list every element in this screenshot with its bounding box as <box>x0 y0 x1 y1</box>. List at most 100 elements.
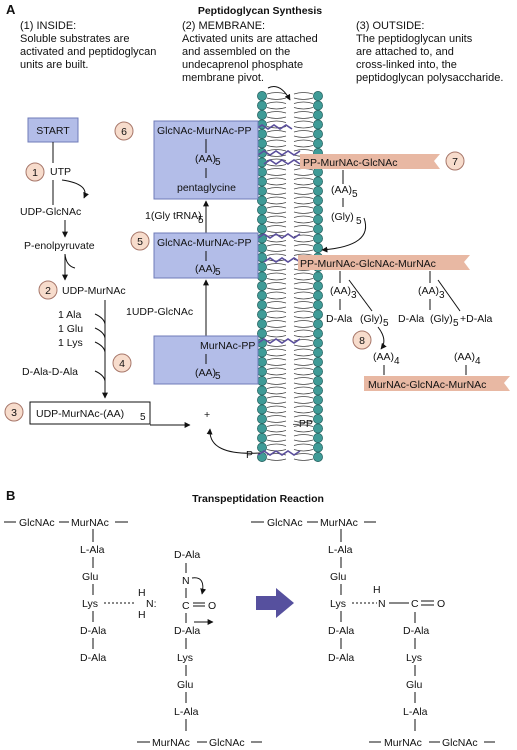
lipid-tail <box>293 415 314 423</box>
lipid-tail <box>293 282 314 290</box>
subscript: 4 <box>394 356 400 367</box>
gly-trna-label: 1(Gly tRNA) <box>145 210 202 222</box>
undecaprenol-chain <box>263 159 301 165</box>
box-6-top: GlcNAc-MurNAc-PP <box>157 125 252 137</box>
section-outside-line: are attached to, and <box>356 46 454 58</box>
section-outside: (3) OUTSIDE: The peptidoglycan units are… <box>356 20 503 84</box>
lipid-head <box>257 176 267 187</box>
lipid-head <box>257 300 267 310</box>
lipid-head <box>257 414 267 424</box>
lipid-tail <box>293 301 314 309</box>
subscript: 5 <box>352 189 358 200</box>
lipid-tail <box>266 177 287 186</box>
left-aa: (AA) <box>330 285 351 297</box>
box-5-top: GlcNAc-MurNAc-PP <box>157 237 252 249</box>
lipid-tail <box>293 111 314 119</box>
lipid-tail <box>293 177 314 186</box>
step-3-number: 3 <box>11 407 17 419</box>
section-outside-heading: (3) OUTSIDE: <box>356 20 424 32</box>
lipid-head <box>313 100 323 111</box>
right-gly: (Gly) <box>430 313 453 325</box>
lipid-head <box>313 385 323 396</box>
lipid-head <box>257 385 267 396</box>
lipid-tail <box>266 225 287 233</box>
lipid-head <box>257 404 267 415</box>
lipid-head <box>257 110 267 120</box>
undecaprenol-chains <box>255 124 301 456</box>
lipid-tail <box>266 168 287 176</box>
lipid-tail <box>293 139 314 148</box>
lipid-head <box>313 91 323 101</box>
lipid-head <box>257 224 267 234</box>
section-membrane-line: and assembled on the <box>182 46 290 58</box>
subscript: 5 <box>453 318 459 329</box>
lipid-head <box>257 281 267 291</box>
lipid-tail <box>266 282 287 290</box>
lipid-head <box>257 195 267 206</box>
lipid-tail <box>266 405 287 414</box>
p-enolpyruvate-label: P-enolpyruvate <box>24 240 95 252</box>
section-inside-line: activated and peptidoglycan <box>20 46 156 58</box>
left-bottom-glcnac: GlcNAc <box>209 737 245 749</box>
bond-h: H <box>373 584 381 596</box>
step-4-badge <box>112 353 132 373</box>
p-label: P <box>246 449 253 461</box>
lipid-head <box>313 357 323 367</box>
lipid-tail <box>293 244 314 252</box>
left-top-murnac: MurNAc <box>71 517 109 529</box>
lipid-head <box>313 138 323 149</box>
section-membrane-line: undecaprenol phosphate <box>182 59 303 71</box>
lipid-tail <box>266 130 287 138</box>
lipid-tail <box>266 329 287 338</box>
lipid-head <box>257 290 267 301</box>
lipid-tail <box>266 101 287 110</box>
lipid-head <box>257 328 267 339</box>
mid-c: C <box>182 600 190 612</box>
lipid-tail <box>266 149 287 157</box>
lipid-tail <box>293 92 314 100</box>
udp-murnac-label: UDP-MurNAc <box>62 285 126 297</box>
aa4-left: (AA) <box>373 351 394 363</box>
crosslinked-chain-label: MurNAc-GlcNAc-MurNAc <box>368 379 486 391</box>
lipid-head <box>257 271 267 282</box>
right-top-glcnac: GlcNAc <box>267 517 303 529</box>
left-glu: Glu <box>82 571 99 583</box>
lipid-head <box>313 195 323 206</box>
right-l-ala: L-Ala <box>328 544 353 556</box>
left-lys: Lys <box>82 598 98 610</box>
step-2-number: 2 <box>45 285 51 297</box>
lipid-head <box>313 300 323 310</box>
box-5-bottom: (AA) <box>195 263 216 275</box>
lipid-tail <box>293 310 314 319</box>
mid-glu: Glu <box>177 679 194 691</box>
lipid-head <box>313 214 323 225</box>
crosslinked-chain-ribbon <box>364 376 510 391</box>
lipid-tail <box>266 263 287 271</box>
lipid-tail <box>266 424 287 433</box>
utp-label: UTP <box>50 166 71 178</box>
section-inside-line: Soluble substrates are <box>20 33 129 45</box>
box-6-bottom: pentaglycine <box>177 182 236 194</box>
curve-arrow <box>94 313 106 382</box>
lipid-tail <box>293 272 314 281</box>
unit-7-gly: (Gly) <box>331 211 354 223</box>
lipid-tail <box>266 111 287 119</box>
lipid-head <box>313 309 323 320</box>
lipid-tail <box>266 434 287 442</box>
lipid-head <box>257 91 267 101</box>
lipid-head <box>257 138 267 149</box>
lipid-tail <box>293 405 314 414</box>
lipid-tail <box>293 291 314 300</box>
box-4-bottom: (AA) <box>195 367 216 379</box>
step-1-badge <box>25 162 45 182</box>
right-d-ala-1: D-Ala <box>328 625 354 637</box>
lipid-tail <box>293 358 314 366</box>
panel-b-title: Transpeptidation Reaction <box>192 493 324 505</box>
undecaprenol-chain <box>255 124 293 130</box>
lipid-head <box>313 186 323 196</box>
lipid-tail <box>266 301 287 309</box>
glycan-chain-ribbon <box>298 255 470 270</box>
lipid-head <box>313 423 323 434</box>
right-d-ala-2: D-Ala <box>328 652 354 664</box>
